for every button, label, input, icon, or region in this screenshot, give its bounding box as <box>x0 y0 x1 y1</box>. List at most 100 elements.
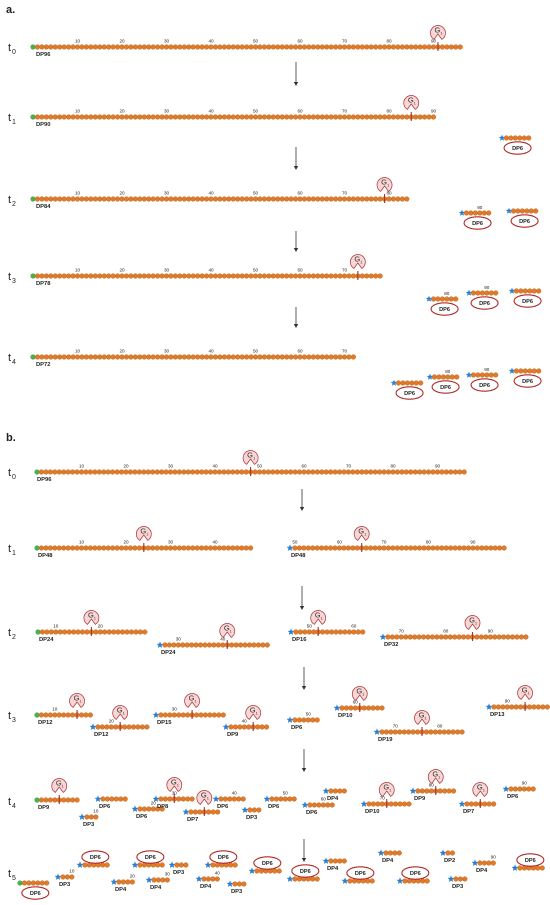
glucose-bead <box>194 545 200 551</box>
glucose-bead <box>341 788 347 794</box>
glucose-bead <box>462 876 468 882</box>
glucose-bead <box>333 196 339 202</box>
glucose-bead <box>177 273 183 279</box>
glucose-bead <box>128 44 134 50</box>
glucose-bead <box>252 469 258 475</box>
glucose-bead <box>390 469 396 475</box>
glucose-bead <box>401 801 408 807</box>
glucose-bead <box>305 469 312 475</box>
glucose-bead <box>195 354 201 360</box>
glucose-bead <box>233 642 239 648</box>
glucose-bead <box>323 545 329 551</box>
blue-star-icon <box>152 711 160 718</box>
blue-star-icon <box>447 875 455 882</box>
glucose-bead <box>252 196 259 202</box>
dp-label: DP48 <box>38 553 53 559</box>
glucose-bead <box>163 354 170 360</box>
tick-label: 40 <box>208 39 214 44</box>
tick-label: 20 <box>130 874 136 879</box>
glucose-bead <box>221 44 227 50</box>
dp-label: DP6 <box>525 858 536 864</box>
glucose-bead <box>241 881 247 887</box>
blue-star-icon <box>286 875 294 882</box>
glucose-bead <box>130 724 137 730</box>
tick-label: 90 <box>435 464 441 469</box>
glucose-bead <box>39 196 45 202</box>
glucose-bead <box>92 273 98 279</box>
glucose-bead <box>347 878 353 884</box>
glucose-bead <box>363 469 369 475</box>
dp6-oval <box>516 853 545 867</box>
tick-label: 10 <box>75 349 81 354</box>
glucose-bead <box>366 801 372 807</box>
glucose-bead <box>445 850 451 856</box>
glucose-bead <box>242 642 248 648</box>
glucose-bead <box>465 545 472 551</box>
arrow-head <box>301 768 307 772</box>
glucose-bead <box>434 469 441 475</box>
glucose-bead <box>444 296 450 302</box>
tick-label: 90 <box>522 781 528 786</box>
glucose-bead <box>478 634 484 640</box>
glucose-bead <box>164 877 170 883</box>
glucose-bead <box>252 354 259 360</box>
glucose-bead <box>536 288 542 294</box>
glucose-bead <box>190 469 196 475</box>
blue-star-icon <box>248 867 256 874</box>
glucose-bead <box>194 469 200 475</box>
glucose-bead <box>129 879 135 885</box>
glucose-bead <box>159 354 165 360</box>
glucose-bead <box>87 469 93 475</box>
glucose-bead <box>392 850 398 856</box>
released-fragment: DP6 <box>390 379 424 400</box>
glucose-bead <box>120 629 126 635</box>
enzyme-letter: G <box>247 451 253 460</box>
glucose-bead <box>457 469 463 475</box>
tick-label: 10 <box>79 540 85 545</box>
tick-label: 90 <box>488 629 494 634</box>
glucose-bead <box>402 878 408 884</box>
glucose-bead <box>320 629 326 635</box>
tick-label: 90 <box>477 205 483 210</box>
tick-label: 50 <box>253 109 259 114</box>
glucose-bead <box>52 354 58 360</box>
glucose-bead <box>206 809 212 815</box>
glucose-bead <box>181 469 187 475</box>
glucose-bead <box>248 545 254 551</box>
glucose-bead <box>445 374 451 380</box>
glucose-bead <box>220 712 226 718</box>
glucose-bead <box>44 629 50 635</box>
arrow-head <box>301 858 307 862</box>
glucose-bead <box>141 196 147 202</box>
glucose-bead <box>251 807 257 813</box>
glucose-bead <box>316 802 322 808</box>
glucose-bead <box>208 44 214 50</box>
glucose-bead <box>408 44 414 50</box>
dp-label: DP6 <box>99 804 111 810</box>
glucose-bead <box>159 273 165 279</box>
glucose-bead <box>181 354 187 360</box>
glucose-bead <box>448 469 454 475</box>
tick-label: 90 <box>505 699 511 704</box>
glucose-bead <box>527 704 533 710</box>
glucose-bead <box>123 196 129 202</box>
glucose-bead <box>57 273 63 279</box>
glucose-bead <box>435 296 441 302</box>
glucose-bead <box>493 372 499 378</box>
glucose-bead <box>154 545 160 551</box>
tick-label: 30 <box>164 191 170 196</box>
glucose-bead <box>305 545 311 551</box>
glucose-bead <box>500 704 506 710</box>
glucose-bead <box>168 196 174 202</box>
glucose-bead <box>270 469 276 475</box>
glucose-bead <box>311 629 317 635</box>
